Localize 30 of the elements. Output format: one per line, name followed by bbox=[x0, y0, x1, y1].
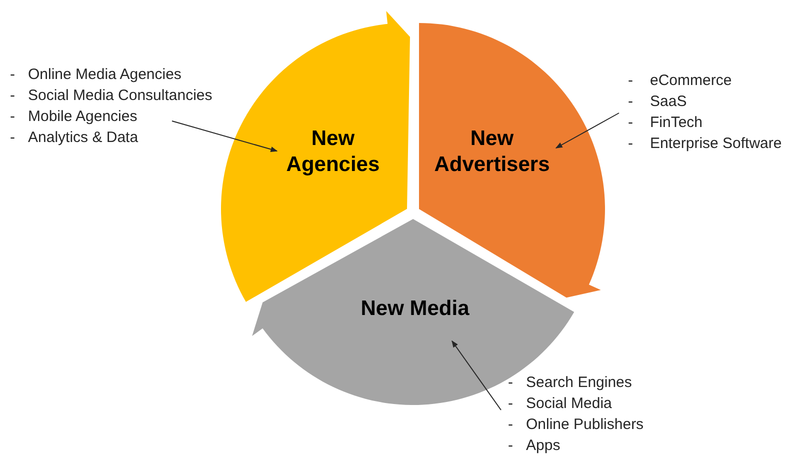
list-dash: - bbox=[9, 107, 16, 127]
list-item: Analytics & Data bbox=[28, 128, 140, 148]
list-item: Mobile Agencies bbox=[28, 107, 138, 127]
list-item: eCommerce bbox=[650, 71, 733, 91]
list-dash: - bbox=[507, 436, 514, 456]
list-item: Social Media Consultancies bbox=[28, 86, 214, 106]
list-dash: - bbox=[627, 134, 634, 154]
list-item: Online Publishers bbox=[526, 415, 645, 435]
segment-title: New Advertisers bbox=[433, 126, 551, 178]
list-dash: - bbox=[9, 128, 16, 148]
list-item: SaaS bbox=[650, 92, 688, 112]
leader-arrow bbox=[555, 112, 620, 148]
list-item: FinTech bbox=[650, 113, 704, 133]
list-item: Enterprise Software bbox=[650, 134, 783, 154]
leader-arrow bbox=[452, 340, 502, 410]
segment-title: New Agencies bbox=[285, 126, 381, 178]
list-dash: - bbox=[627, 92, 634, 112]
list-dash: - bbox=[627, 71, 634, 91]
leader-arrow bbox=[172, 120, 278, 152]
list-item: Search Engines bbox=[526, 373, 633, 393]
segment-title: New Media bbox=[360, 296, 470, 322]
list-dash: - bbox=[627, 113, 634, 133]
list-dash: - bbox=[9, 86, 16, 106]
list-item: Apps bbox=[526, 436, 562, 456]
list-dash: - bbox=[9, 65, 16, 85]
list-item: Social Media bbox=[526, 394, 613, 414]
list-dash: - bbox=[507, 394, 514, 414]
list-item: Online Media Agencies bbox=[28, 65, 182, 85]
list-dash: - bbox=[507, 415, 514, 435]
list-dash: - bbox=[507, 373, 514, 393]
